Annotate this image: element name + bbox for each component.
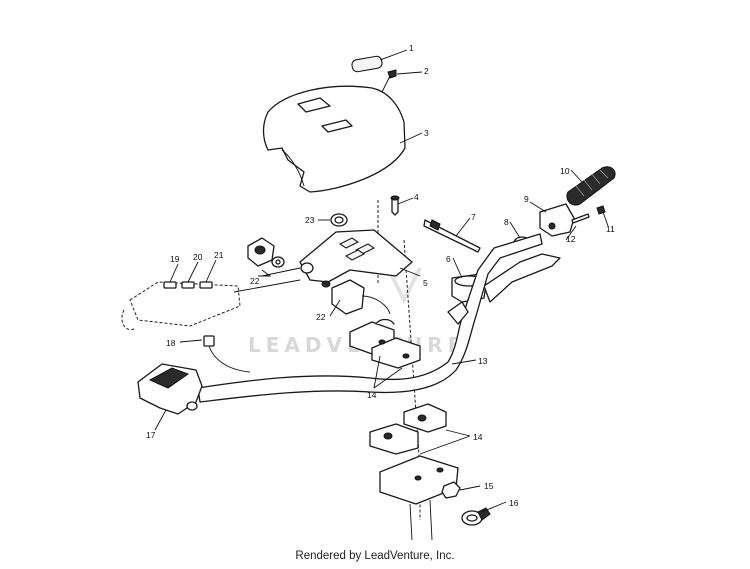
grip-part [566,166,616,206]
switch-panel-part [121,281,241,330]
callout-8: 8 [504,217,509,227]
leader-lines [154,49,609,513]
nut-part [596,205,606,215]
ignition-switch-part [247,237,285,277]
upper-clamps-part [349,318,421,369]
master-cylinder-part [451,253,561,303]
lower-clamps-part [369,403,447,455]
callout-20: 20 [193,252,203,262]
handlebar-cover-part [262,85,406,193]
callout-14-upper: 14 [367,390,377,400]
throttle-cable-part [423,219,481,253]
connector-part [203,335,251,373]
callout-21: 21 [214,250,224,260]
switch-housing-part [137,363,203,415]
callout-11: 11 [606,224,615,234]
callout-6: 6 [446,254,451,264]
callout-10: 10 [560,166,570,176]
callout-9: 9 [524,194,529,204]
callout-19: 19 [170,254,180,264]
callout-2: 2 [424,66,429,76]
switch-screw-part [571,213,590,224]
callout-12: 12 [566,234,576,244]
lock-nut-part [441,481,461,499]
washer-part [330,213,348,227]
callout-23: 23 [305,215,315,225]
callout-4: 4 [414,192,419,202]
base-plate-part [379,455,459,541]
callout-22-lower: 22 [316,312,326,322]
callout-15: 15 [484,481,494,491]
callout-13: 13 [478,356,488,366]
handlebar-part [197,233,543,403]
callout-3: 3 [424,128,429,138]
callout-1: 1 [409,43,414,53]
callout-labels: 1 2 3 4 5 6 7 8 9 10 11 12 13 14 14 15 1… [146,43,615,508]
footer-credit: Rendered by LeadVenture, Inc. [295,550,455,562]
callout-7: 7 [471,212,476,222]
screw-part [381,69,397,93]
callout-16: 16 [509,498,519,508]
callout-18: 18 [166,338,176,348]
bolt-part [390,195,400,216]
mounting-bracket-part [299,229,413,283]
key-switch-part [321,279,391,315]
callout-17: 17 [146,430,156,440]
decal-part [351,55,383,73]
callout-22-upper: 22 [250,276,260,286]
callout-14-lower: 14 [473,432,483,442]
hose-clamp-part [461,507,491,526]
switch-body-part [539,203,575,237]
callout-5: 5 [423,278,428,288]
